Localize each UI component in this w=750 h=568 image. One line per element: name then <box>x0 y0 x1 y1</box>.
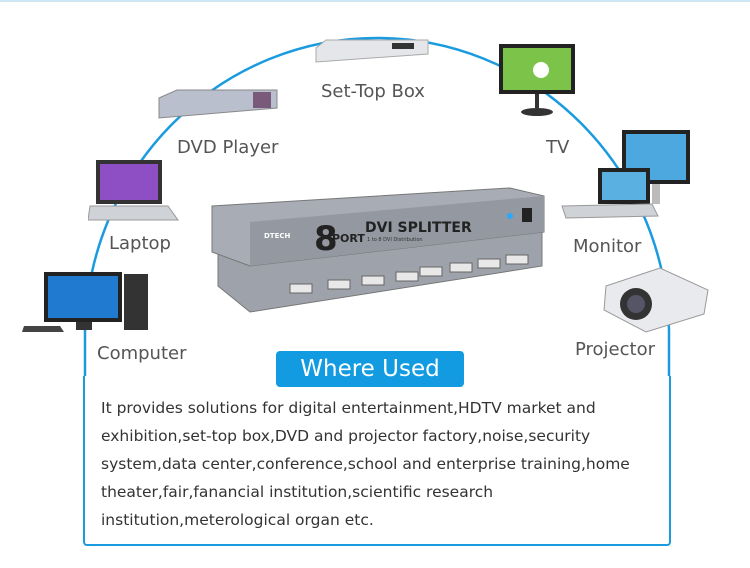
port-label: PORT <box>332 232 365 245</box>
label-computer: Computer <box>97 343 187 364</box>
label-laptop: Laptop <box>109 233 171 254</box>
monitor-image <box>561 130 690 219</box>
label-dvd-player: DVD Player <box>177 137 279 158</box>
set-top-box-image <box>315 39 429 63</box>
laptop-image <box>88 160 179 221</box>
where-used-description: It provides solutions for digital entert… <box>101 399 630 529</box>
label-projector: Projector <box>575 339 655 360</box>
projector-image <box>603 267 709 333</box>
label-tv: TV <box>546 137 570 158</box>
product-subtitle: 1 to 8 DVI Distribution <box>367 237 423 243</box>
brand-logo: DTECH <box>264 232 291 240</box>
top-divider <box>0 0 750 2</box>
where-used-badge: Where Used <box>276 351 464 387</box>
where-used-panel <box>83 376 671 546</box>
label-monitor: Monitor <box>573 236 642 257</box>
port-count: 8 <box>314 219 338 259</box>
label-set-top-box: Set-Top Box <box>321 81 425 102</box>
dvi-splitter-image: 8 PORT DVI SPLITTER 1 to 8 DVI Distribut… <box>211 187 545 313</box>
tv-image <box>499 44 575 116</box>
product-title: DVI SPLITTER <box>365 220 472 236</box>
dvd-player-image <box>158 89 278 119</box>
computer-image <box>22 272 148 332</box>
